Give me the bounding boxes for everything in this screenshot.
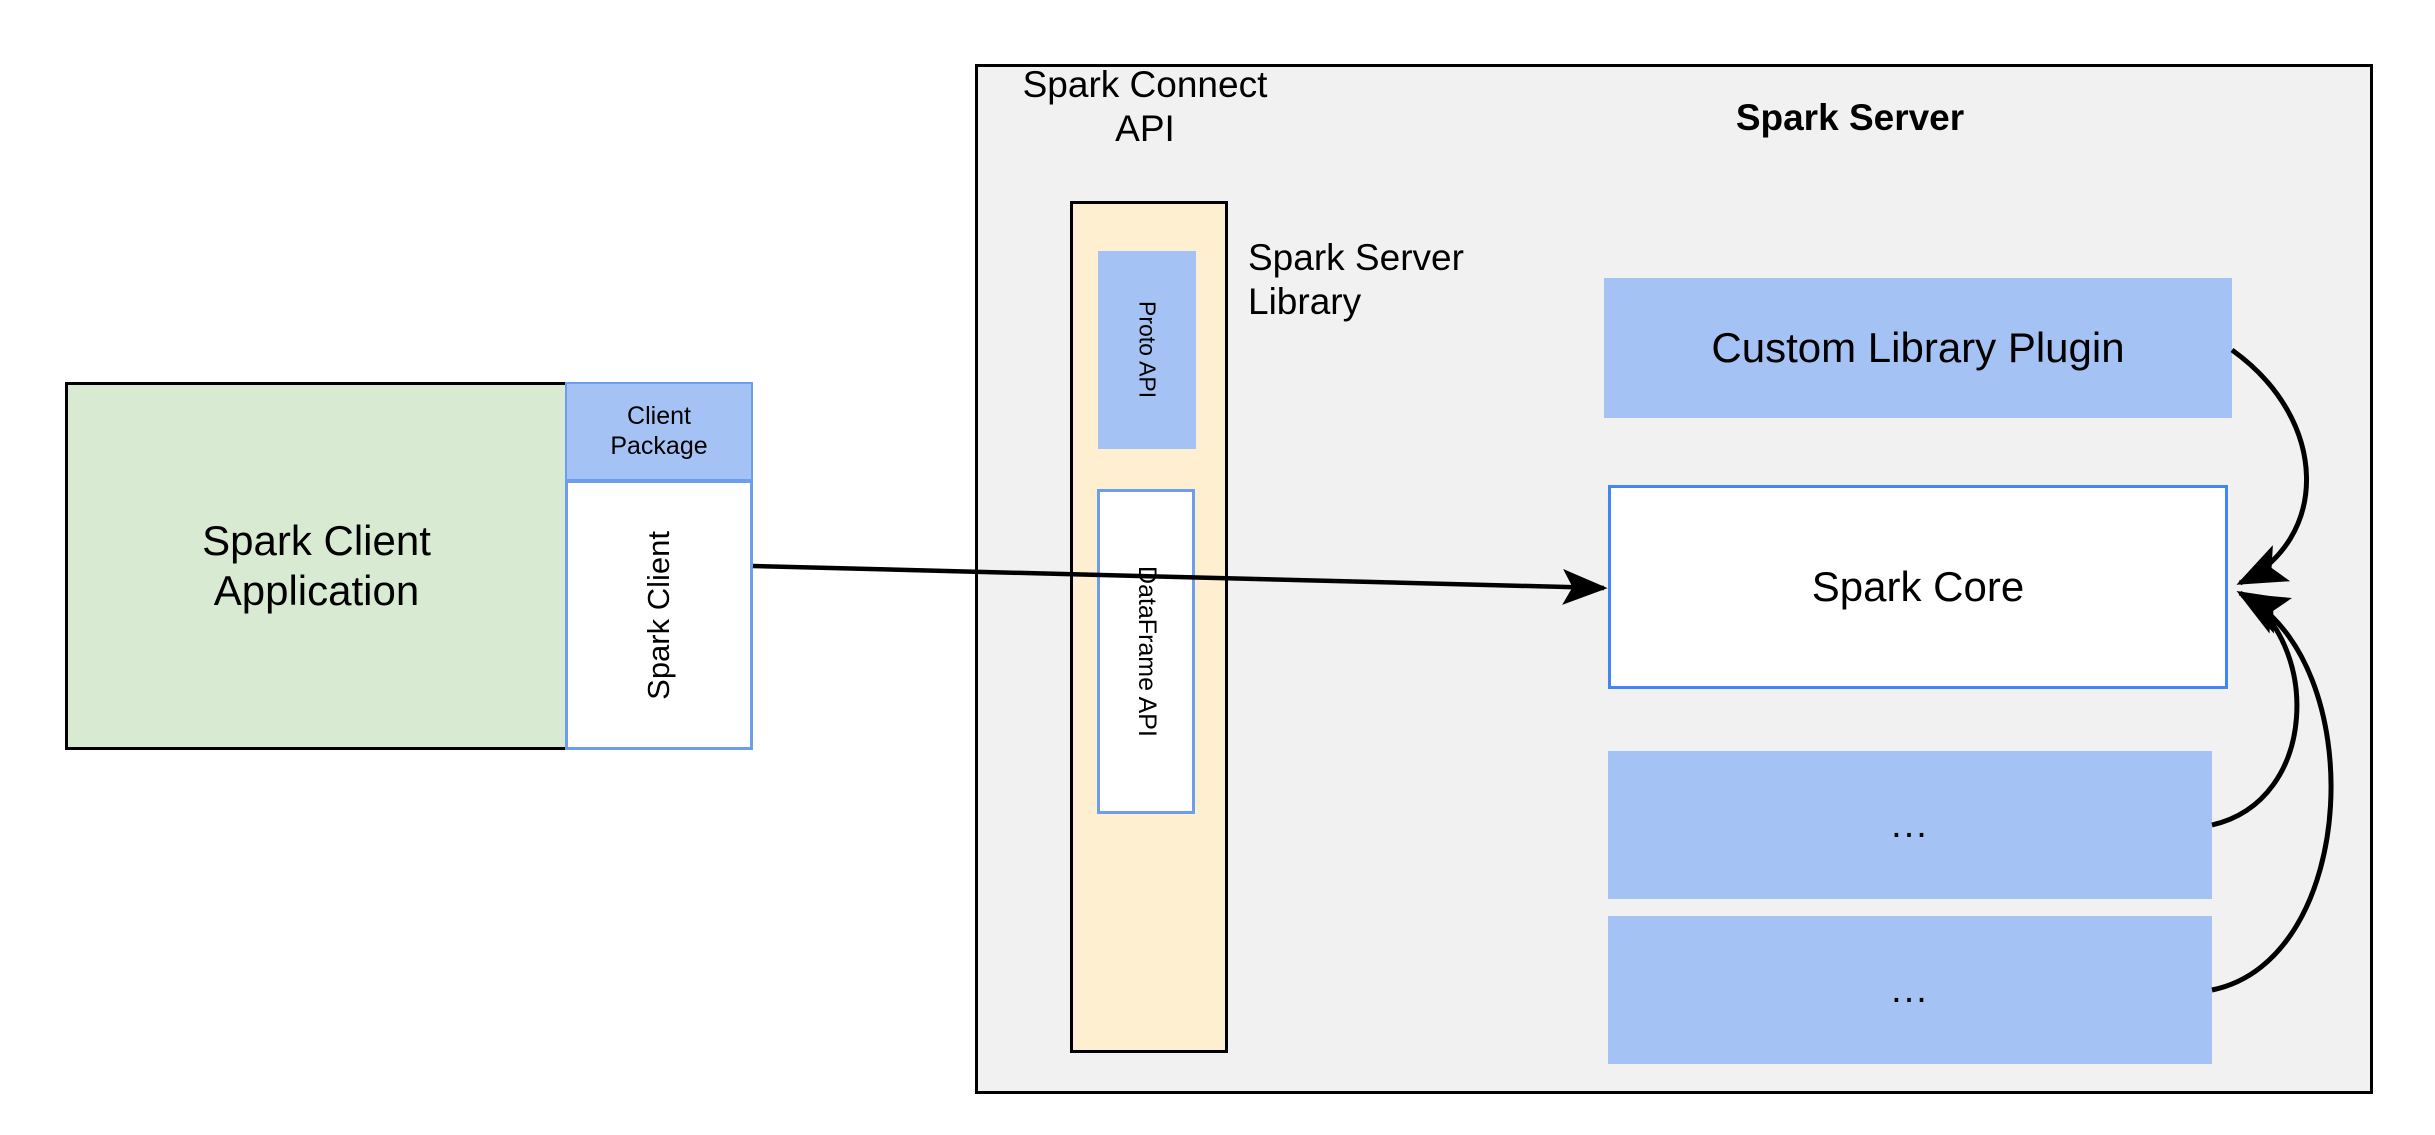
spark-client-label: Spark Client (640, 530, 676, 700)
spark-core-label: Spark Core (1811, 563, 2025, 611)
dataframe-api-label: DataFrame API (1132, 566, 1161, 737)
ellipsis-component-label-2: ... (1891, 968, 1929, 1011)
custom-library-plugin-box[interactable]: Custom Library Plugin (1604, 278, 2232, 418)
proto-api-box[interactable]: Proto API (1098, 251, 1196, 449)
ellipsis-component-box-2[interactable]: ... (1608, 916, 2212, 1064)
ellipsis-component-label-1: ... (1891, 803, 1929, 846)
custom-library-plugin-label: Custom Library Plugin (1711, 324, 2125, 372)
spark-client-box[interactable]: Spark Client (565, 480, 753, 750)
spark-client-label-wrap: Spark Client (568, 483, 750, 747)
spark-core-box[interactable]: Spark Core (1608, 485, 2228, 689)
ellipsis-component-box-1[interactable]: ... (1608, 751, 2212, 899)
proto-api-label: Proto API (1134, 301, 1161, 399)
dataframe-api-box[interactable]: DataFrame API (1097, 489, 1195, 814)
spark-server-title: Spark Server (1735, 97, 1965, 139)
proto-api-label-wrap: Proto API (1098, 251, 1196, 449)
dataframe-api-label-wrap: DataFrame API (1100, 492, 1192, 811)
